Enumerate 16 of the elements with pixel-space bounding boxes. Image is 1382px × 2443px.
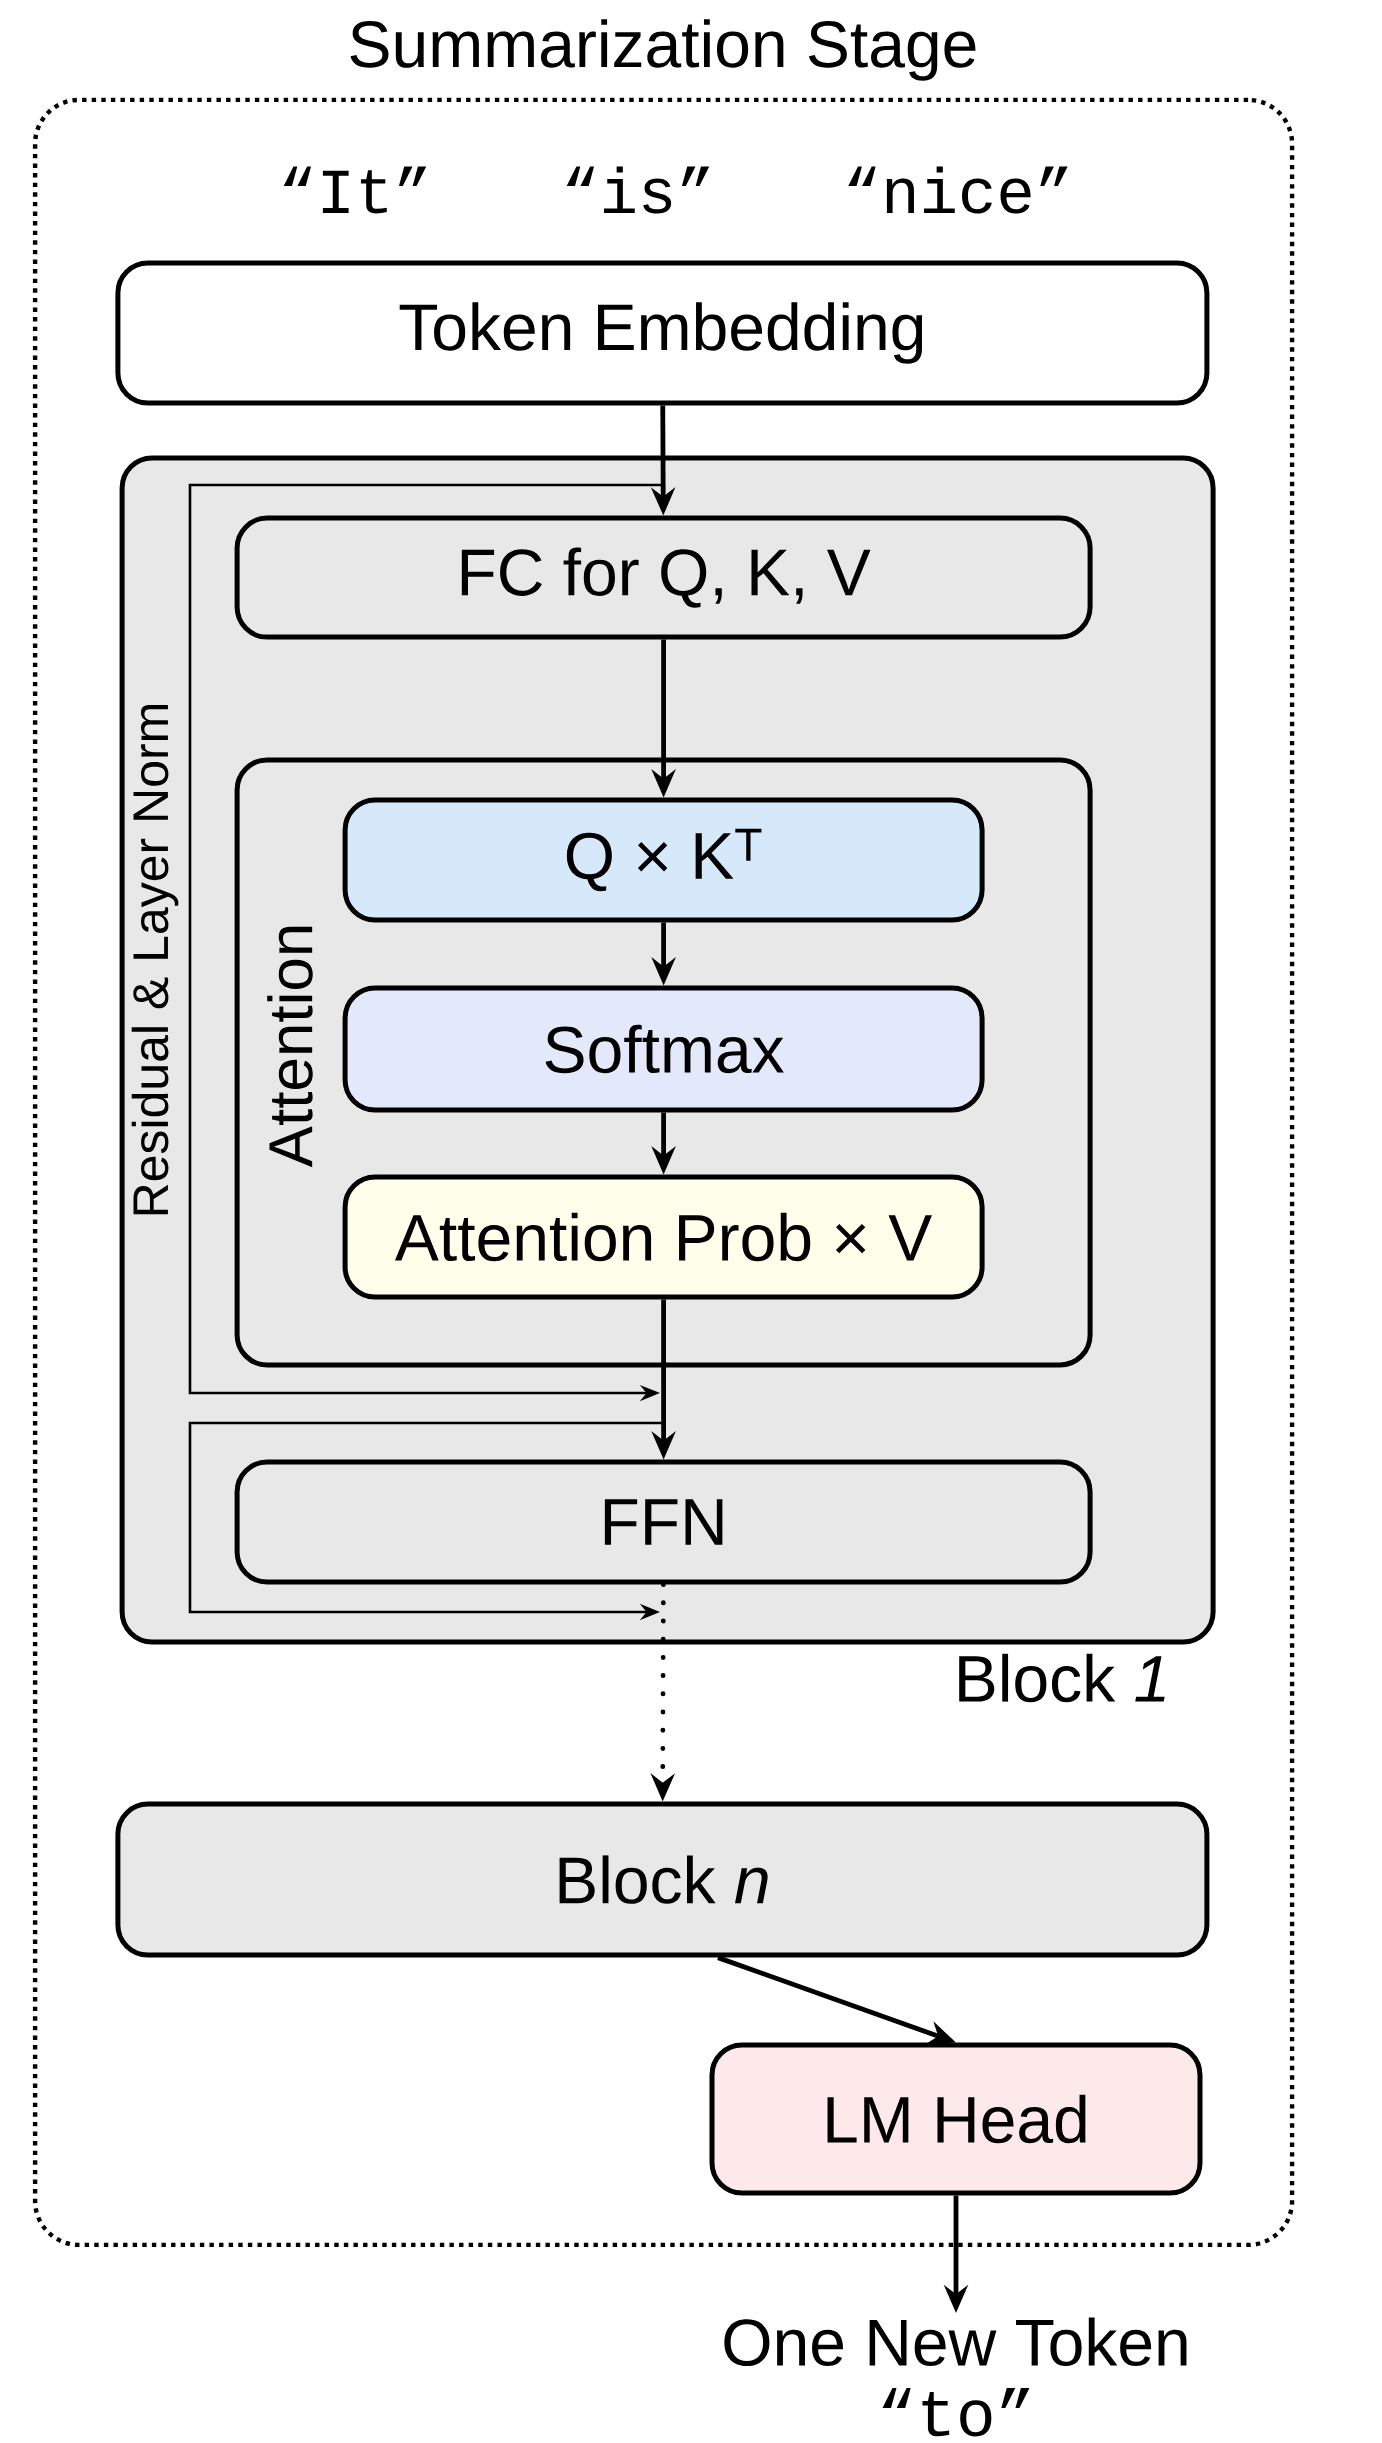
output-text: One New Token “to” [724, 2317, 1187, 2437]
token-label: “It” [283, 166, 427, 214]
process-box: FC for Q, K, V [234, 515, 1093, 640]
stage-title: Summarization Stage [350, 19, 976, 81]
process-box: FFN [234, 1459, 1093, 1585]
block-label: Block 1 [959, 1653, 1165, 1703]
process-box: Token Embedding [115, 260, 1210, 406]
side-label: Residual & Layer Norm [131, 705, 179, 1215]
attention-label: Attention [267, 926, 313, 1168]
process-box: Attention Prob × V [342, 1174, 985, 1300]
token-label: “nice” [848, 166, 1068, 214]
process-box: Softmax [342, 985, 985, 1113]
process-box: Block n [115, 1801, 1210, 1958]
token-label: “is” [566, 166, 710, 214]
process-box: LM Head [709, 2042, 1203, 2196]
process-box: Q × K$^{T}$ [342, 797, 985, 923]
